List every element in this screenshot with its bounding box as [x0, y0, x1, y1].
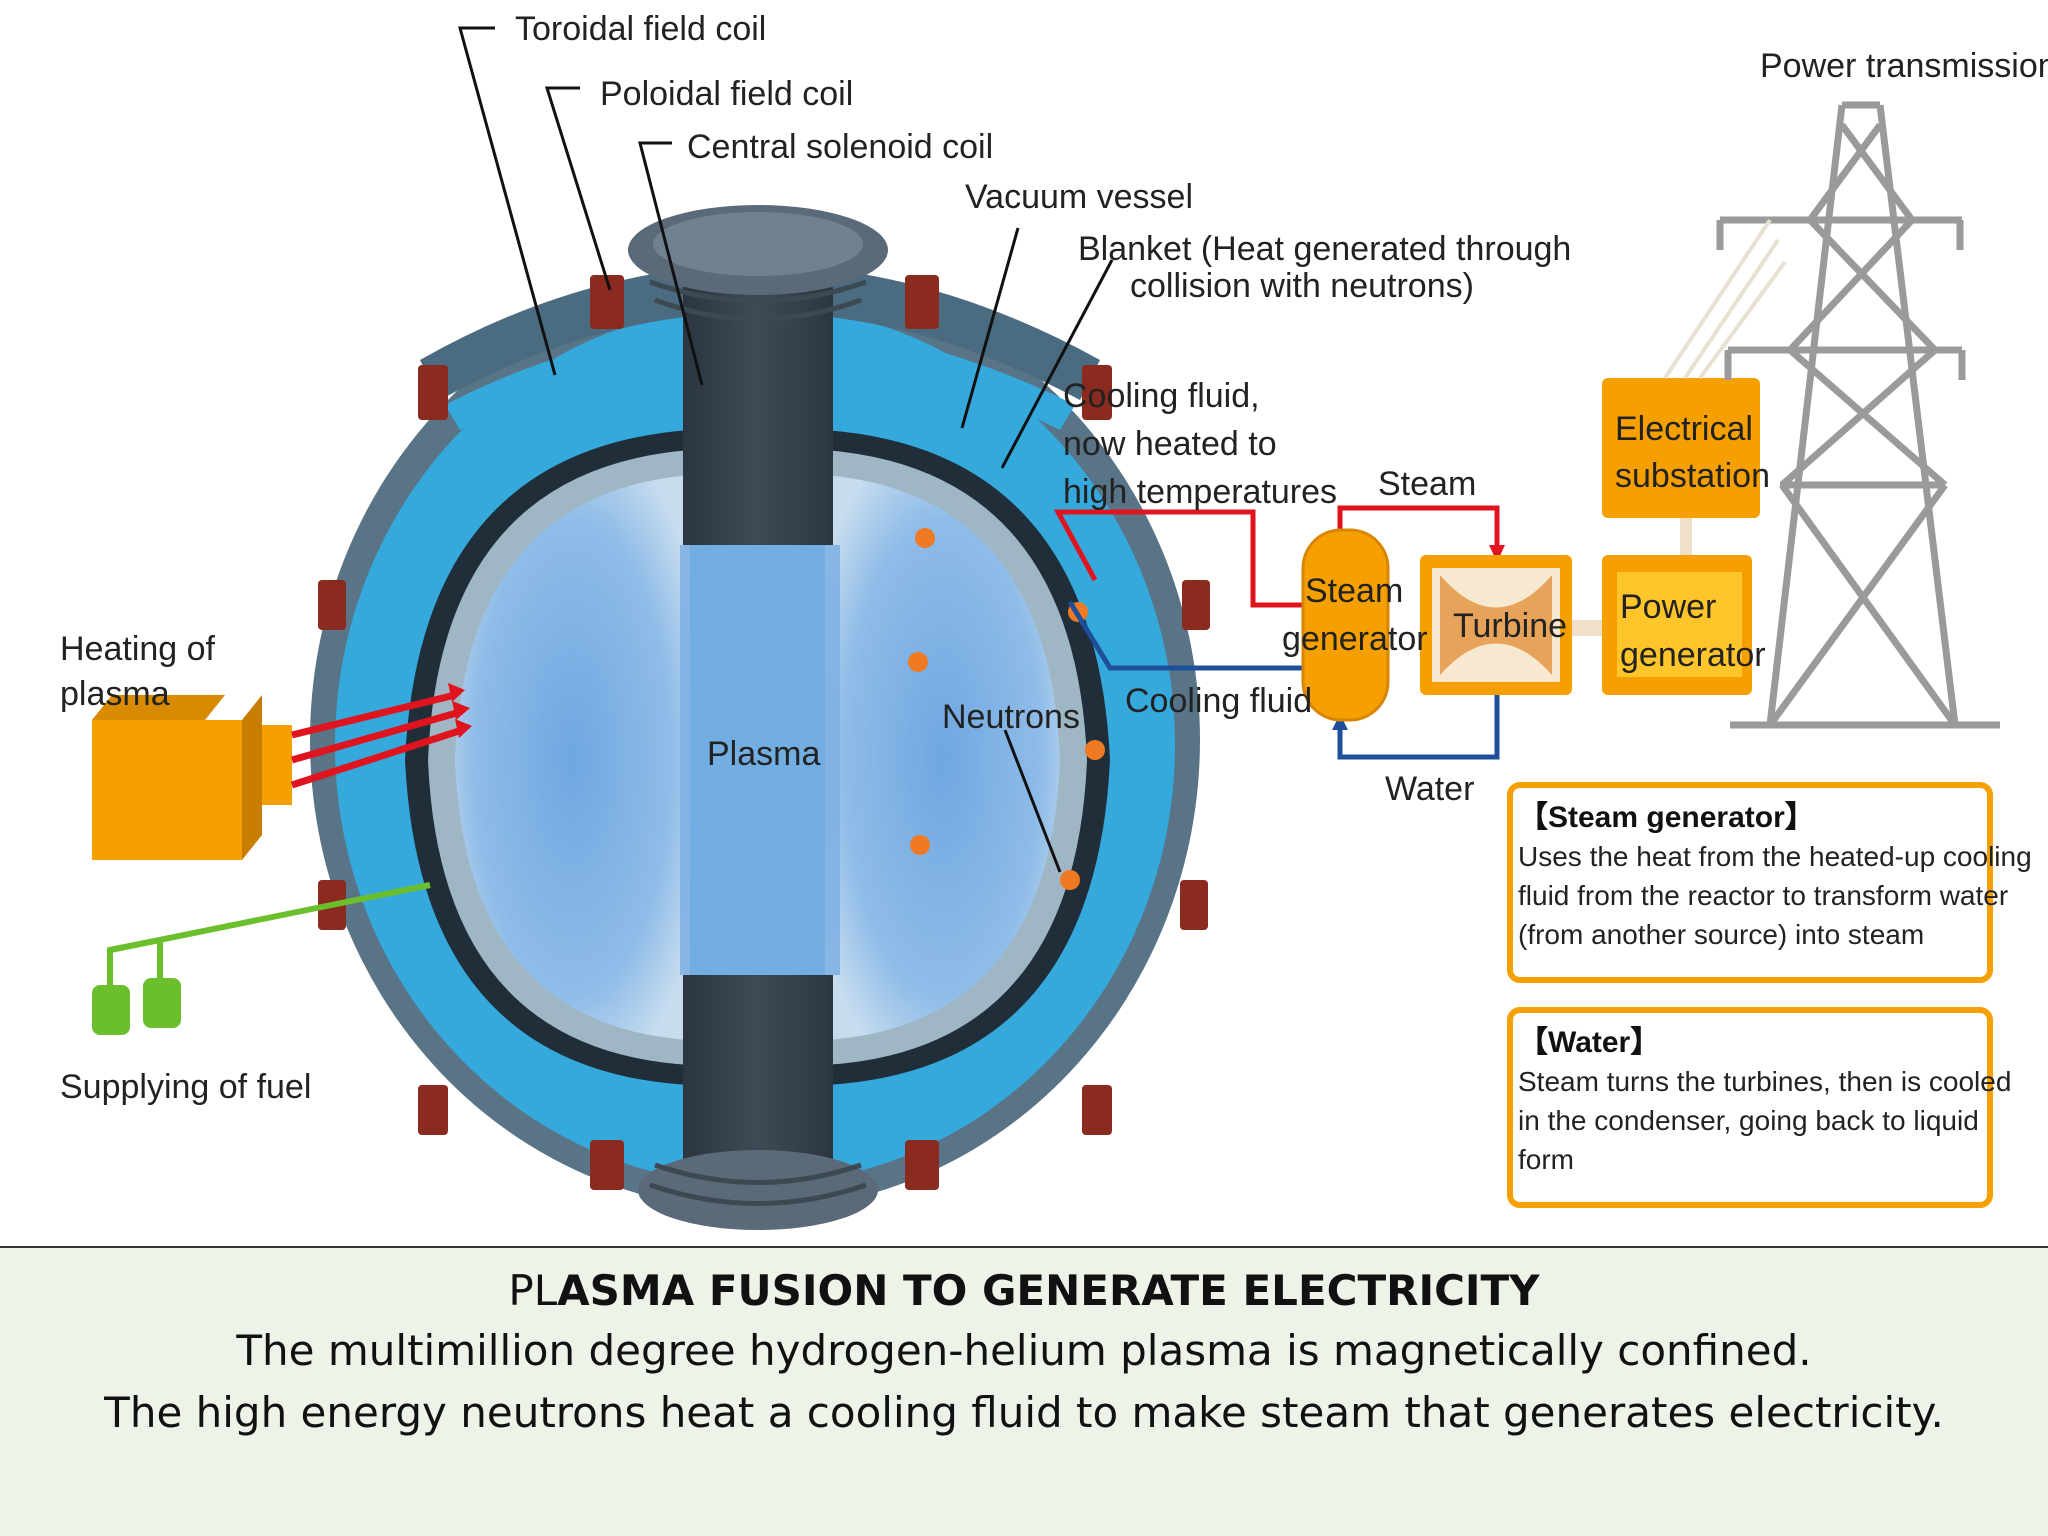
- label-cooling-hot-line3: high temperatures: [1063, 473, 1337, 511]
- info-water-title: 【Water】: [1518, 1026, 1660, 1059]
- label-steam-generator-line2: generator: [1282, 620, 1428, 658]
- label-plasma: Plasma: [707, 735, 820, 773]
- plasma-center: [680, 545, 840, 975]
- coil-blocks: [318, 275, 1210, 1190]
- plasma-left: [455, 475, 690, 1040]
- steam-generator-info-box: 【Steam generator】 Uses the heat from the…: [1507, 782, 2032, 983]
- diagram-labels: Toroidal field coil Poloidal field coil …: [60, 10, 2048, 1106]
- label-power-generator-line2: generator: [1620, 636, 1766, 674]
- hot-coolant-line: [1053, 509, 1303, 608]
- caption-line-2: The high energy neutrons heat a cooling …: [104, 1388, 1944, 1437]
- reactor: [310, 205, 1210, 1230]
- solenoid-cap-bottom: [638, 1150, 878, 1230]
- power-generator: [1602, 555, 1752, 695]
- label-supplying-of-fuel: Supplying of fuel: [60, 1068, 311, 1106]
- label-substation-line1: Electrical: [1615, 410, 1753, 448]
- solenoid-cap-top-inner: [653, 212, 863, 276]
- label-heating-line2: plasma: [60, 675, 170, 713]
- label-vacuum-vessel: Vacuum vessel: [965, 178, 1193, 216]
- shaft: [1572, 620, 1602, 636]
- label-water: Water: [1385, 770, 1474, 808]
- pointer-lines: [458, 26, 1114, 873]
- heating-device: [92, 683, 472, 860]
- caption-line-1: The multimillion degree hydrogen-helium …: [236, 1326, 1812, 1375]
- label-cooling-fluid: Cooling fluid: [1125, 682, 1312, 720]
- diagram-canvas: 【Steam generator】 Uses the heat from the…: [60, 10, 2048, 1230]
- info-water-line1: Steam turns the turbines, then is cooled: [1518, 1066, 2011, 1097]
- neutron-1: [915, 528, 935, 548]
- neutron-4: [1085, 740, 1105, 760]
- info-steam-line3: (from another source) into steam: [1518, 919, 1924, 950]
- label-steam-generator-line1: Steam: [1305, 572, 1403, 610]
- label-poloidal-field-coil: Poloidal field coil: [600, 75, 853, 113]
- caption: PLASMA FUSION TO GENERATE ELECTRICITY Th…: [0, 1262, 2048, 1444]
- heating-beams: [290, 691, 464, 789]
- label-cooling-hot-line1: Cooling fluid,: [1063, 377, 1260, 415]
- label-neutrons: Neutrons: [942, 698, 1080, 736]
- fuel-supply: [92, 882, 431, 1035]
- fusion-diagram: 【Steam generator】 Uses the heat from the…: [0, 0, 2048, 1248]
- label-turbine: Turbine: [1453, 607, 1567, 645]
- water-info-box: 【Water】 Steam turns the turbines, then i…: [1507, 1007, 2011, 1208]
- cold-coolant-line: [1067, 600, 1303, 671]
- caption-title-prefix: PL: [508, 1266, 558, 1315]
- label-steam: Steam: [1378, 465, 1476, 503]
- steam-generator: [1301, 528, 1390, 722]
- label-blanket-line2: collision with neutrons): [1130, 267, 1474, 305]
- label-heating-line1: Heating of: [60, 630, 216, 668]
- caption-title-rest: ASMA FUSION TO GENERATE ELECTRICITY: [557, 1266, 1540, 1315]
- transmission-tower: [1716, 101, 2000, 729]
- info-steam-line1: Uses the heat from the heated-up cooling: [1518, 841, 2032, 872]
- power-lines: [1663, 218, 1787, 380]
- solenoid-rings-bottom: [649, 1162, 867, 1206]
- neutron-5: [910, 835, 930, 855]
- label-cooling-hot-line2: now heated to: [1063, 425, 1277, 463]
- turbine: [1420, 555, 1572, 695]
- label-substation-line2: substation: [1615, 457, 1770, 495]
- caption-title: PLASMA FUSION TO GENERATE ELECTRICITY: [0, 1262, 2048, 1320]
- label-power-transmission: Power transmission: [1760, 47, 2048, 85]
- central-solenoid-bottom: [683, 975, 833, 1175]
- top-ring-inner: [445, 325, 1075, 430]
- electrical-substation: [1602, 378, 1760, 555]
- info-steam-title: 【Steam generator】: [1518, 801, 1815, 834]
- label-power-generator-line1: Power: [1620, 588, 1716, 626]
- label-blanket-line1: Blanket (Heat generated through: [1078, 230, 1571, 268]
- info-water-line3: form: [1518, 1144, 1574, 1175]
- info-steam-line2: fluid from the reactor to transform wate…: [1518, 880, 2008, 911]
- info-water-line2: in the condenser, going back to liquid: [1518, 1105, 1979, 1136]
- label-toroidal-field-coil: Toroidal field coil: [515, 10, 766, 48]
- label-central-solenoid-coil: Central solenoid coil: [687, 128, 993, 166]
- neutron-6: [1060, 870, 1080, 890]
- plasma-right: [825, 475, 1060, 1040]
- neutron-2: [908, 652, 928, 672]
- water-line: [1337, 690, 1500, 760]
